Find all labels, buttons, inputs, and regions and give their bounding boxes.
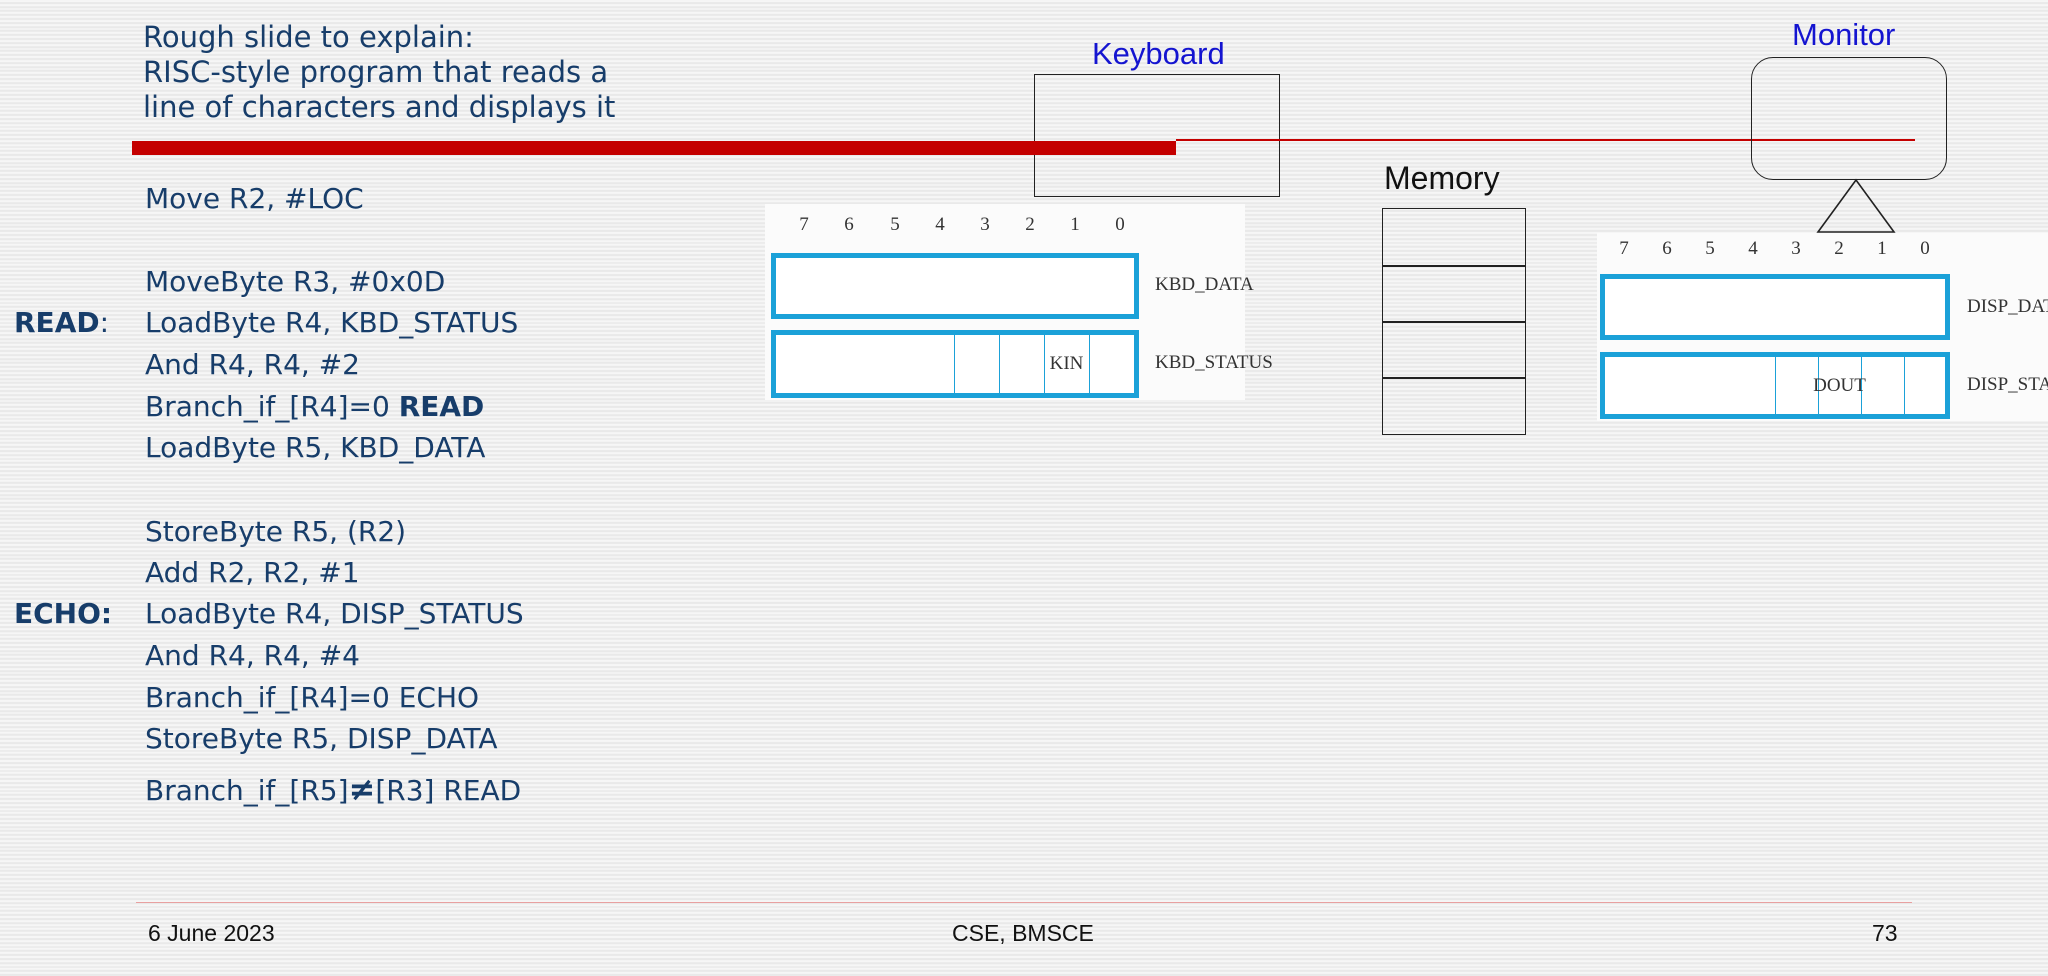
code-line-movebyte: MoveByte R3, #0x0D — [145, 265, 446, 298]
read-label: READ: — [14, 307, 109, 339]
disp-data-register — [1600, 274, 1950, 340]
code-line-and-4: And R4, R4, #4 — [145, 639, 360, 672]
memory-cell-divider-3 — [1383, 377, 1525, 379]
disp-bit-0: 0 — [1920, 238, 1930, 259]
kbd-bit-4: 4 — [935, 214, 945, 235]
footer-center: CSE, BMSCE — [952, 920, 1094, 946]
kin-flag: KIN — [1049, 353, 1084, 374]
read-label-colon: : — [99, 306, 110, 339]
footer-date: 6 June 2023 — [148, 920, 275, 946]
kbd-bit-0: 0 — [1115, 214, 1125, 235]
title-line-3: line of characters and displays it — [143, 90, 616, 124]
footer-rule — [136, 902, 1912, 903]
code-line-storebyte-r2: StoreByte R5, (R2) — [145, 515, 407, 548]
disp-bit-1: 1 — [1877, 238, 1887, 259]
read-label-text: READ — [14, 306, 100, 339]
code-line-and-2: And R4, R4, #2 — [145, 348, 360, 381]
code-line-add: Add R2, R2, #1 — [145, 556, 360, 589]
disp-data-name: DISP_DATA — [1967, 296, 2048, 317]
memory-cell-divider-1 — [1383, 265, 1525, 267]
memory-block — [1382, 208, 1526, 435]
disp-bit-7: 7 — [1619, 238, 1629, 259]
kbd-bit-7: 7 — [799, 214, 809, 235]
not-equal-symbol: ≠ — [348, 770, 376, 808]
monitor-stand — [1816, 178, 1896, 233]
keyboard-box — [1034, 74, 1280, 197]
page-number: 73 — [1872, 920, 1898, 946]
code-line-branch-read: Branch_if_[R4]=0 READ — [145, 391, 484, 423]
echo-label: ECHO: — [14, 597, 113, 630]
title-rule-thick — [132, 141, 1176, 155]
code-line-loadbyte-disp-status: LoadByte R4, DISP_STATUS — [145, 597, 524, 630]
disp-bit-2: 2 — [1834, 238, 1844, 259]
slide-title: Rough slide to explain: RISC-style progr… — [143, 20, 615, 125]
disp-bit-4: 4 — [1748, 238, 1758, 259]
monitor-label: Monitor — [1792, 17, 1896, 52]
disp-status-name: DISP_STATUS — [1967, 374, 2048, 395]
code-line-branch-ne: Branch_if_[R5]≠[R3] READ — [145, 773, 521, 807]
disp-status-register: DOUT — [1600, 352, 1950, 419]
disp-bit-6: 6 — [1662, 238, 1672, 259]
kbd-bit-6: 6 — [844, 214, 854, 235]
title-rule-thin — [1176, 139, 1915, 141]
memory-label: Memory — [1384, 160, 1500, 196]
code-line-loadbyte-status: LoadByte R4, KBD_STATUS — [145, 306, 519, 339]
keyboard-registers: 7 6 5 4 3 2 1 0 KBD_DATA KIN KBD_STATUS — [765, 204, 1273, 400]
branch-read-prefix: Branch_if_[R4]=0 — [145, 390, 399, 423]
kbd-status-register: KIN — [771, 330, 1139, 398]
disp-bit-3: 3 — [1791, 238, 1801, 259]
branch-ne-prefix: Branch_if_[R5] — [145, 774, 349, 807]
dout-flag: DOUT — [1813, 374, 1866, 396]
kbd-data-name: KBD_DATA — [1155, 274, 1254, 295]
branch-ne-suffix: [R3] READ — [375, 774, 522, 807]
monitor-box — [1751, 57, 1947, 180]
memory-cell-divider-2 — [1383, 321, 1525, 323]
kbd-bit-3: 3 — [980, 214, 990, 235]
code-line-move: Move R2, #LOC — [145, 182, 364, 215]
code-line-branch-echo: Branch_if_[R4]=0 ECHO — [145, 681, 480, 714]
code-line-storebyte-disp: StoreByte R5, DISP_DATA — [145, 722, 498, 755]
kbd-data-register — [771, 253, 1139, 319]
kbd-bit-2: 2 — [1025, 214, 1035, 235]
kbd-bit-5: 5 — [890, 214, 900, 235]
disp-bit-5: 5 — [1705, 238, 1715, 259]
display-registers: 7 6 5 4 3 2 1 0 DISP_DATA DOUT DISP_STAT… — [1597, 233, 2048, 421]
keyboard-label: Keyboard — [1092, 36, 1225, 71]
branch-read-target: READ — [398, 390, 485, 423]
title-line-2: RISC-style program that reads a — [143, 55, 609, 89]
kbd-status-name: KBD_STATUS — [1155, 352, 1273, 373]
kbd-bit-1: 1 — [1070, 214, 1080, 235]
code-line-loadbyte-data: LoadByte R5, KBD_DATA — [145, 431, 486, 464]
title-line-1: Rough slide to explain: — [143, 20, 474, 54]
